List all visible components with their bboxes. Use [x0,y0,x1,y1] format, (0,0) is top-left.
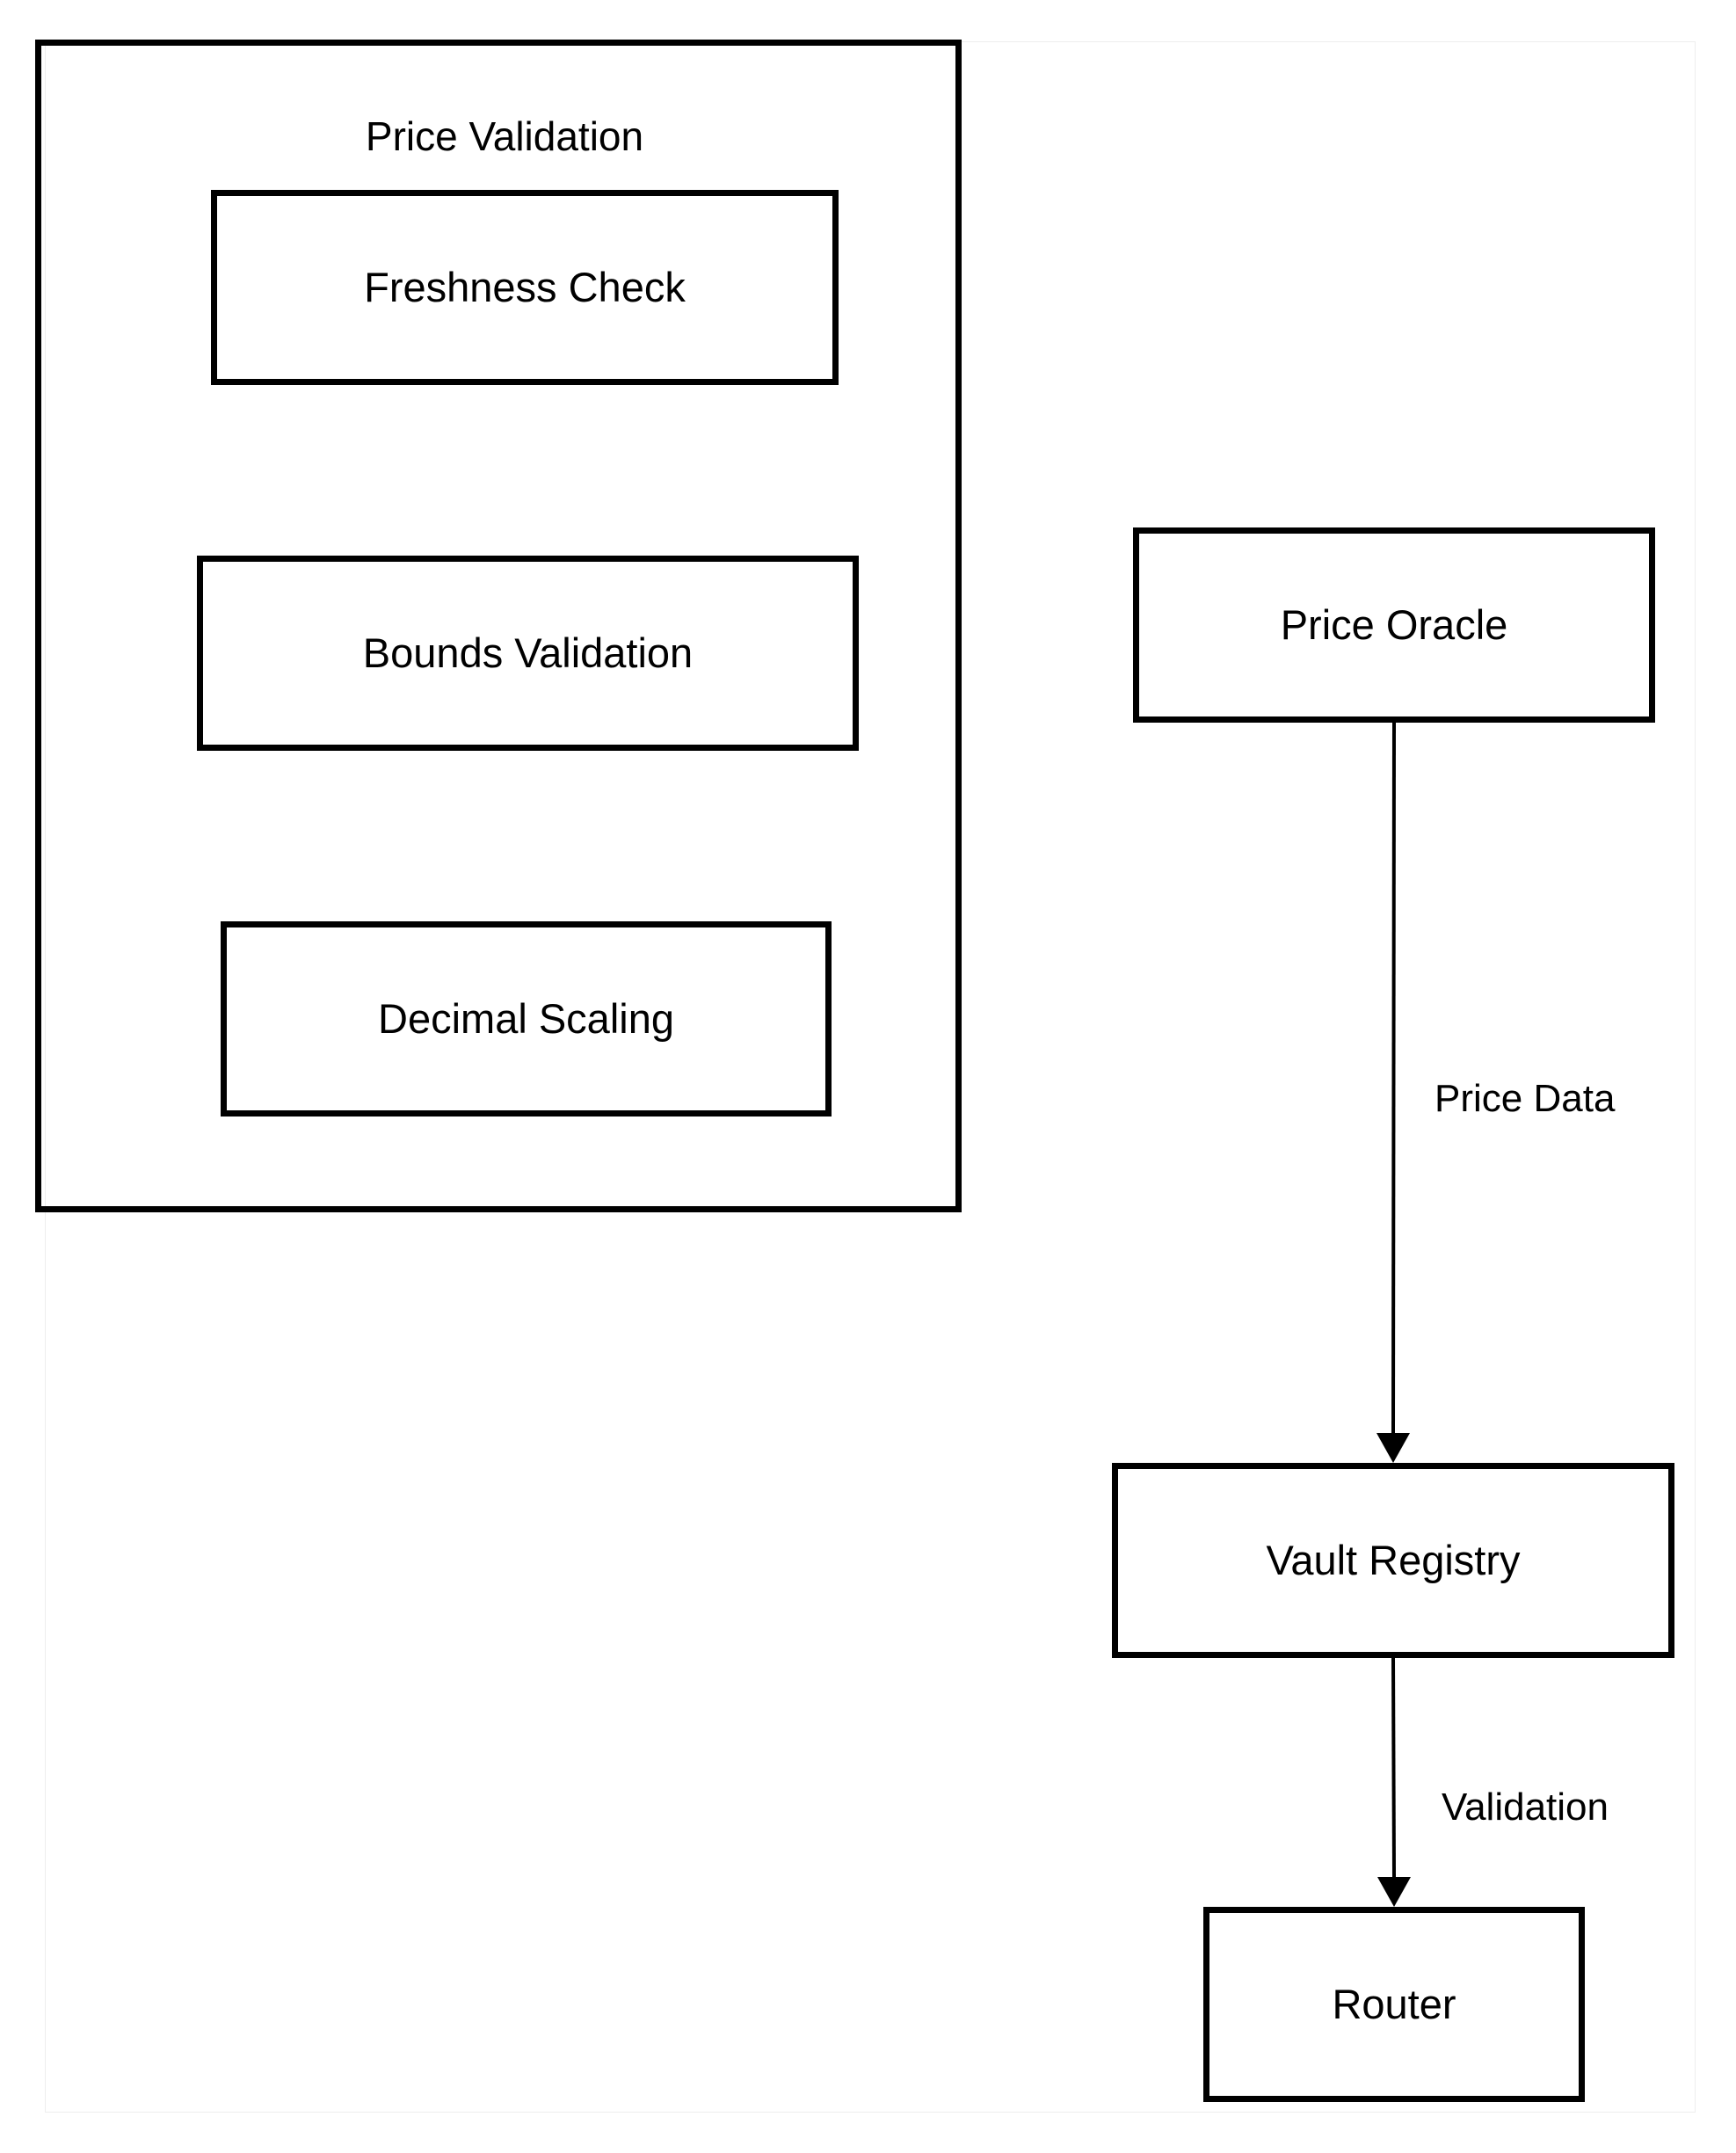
node-bounds-validation: Bounds Validation [197,556,859,751]
node-label: Decimal Scaling [378,995,674,1042]
node-freshness-check: Freshness Check [211,190,839,385]
node-vault-registry: Vault Registry [1112,1463,1674,1658]
edge-label-validation: Validation [1442,1786,1609,1829]
edge-label-price-data: Price Data [1435,1077,1616,1120]
node-label: Router [1332,1981,1456,2027]
node-label: Price Oracle [1280,601,1508,648]
node-router: Router [1203,1907,1585,2102]
node-label: Vault Registry [1266,1537,1521,1583]
node-label: Bounds Validation [362,629,694,676]
node-price-oracle: Price Oracle [1133,527,1655,723]
group-title: Price Validation [365,113,644,159]
node-label: Freshness Check [364,264,686,310]
price-validation-group: Price Validation [35,40,962,1212]
node-decimal-scaling: Decimal Scaling [221,921,832,1117]
